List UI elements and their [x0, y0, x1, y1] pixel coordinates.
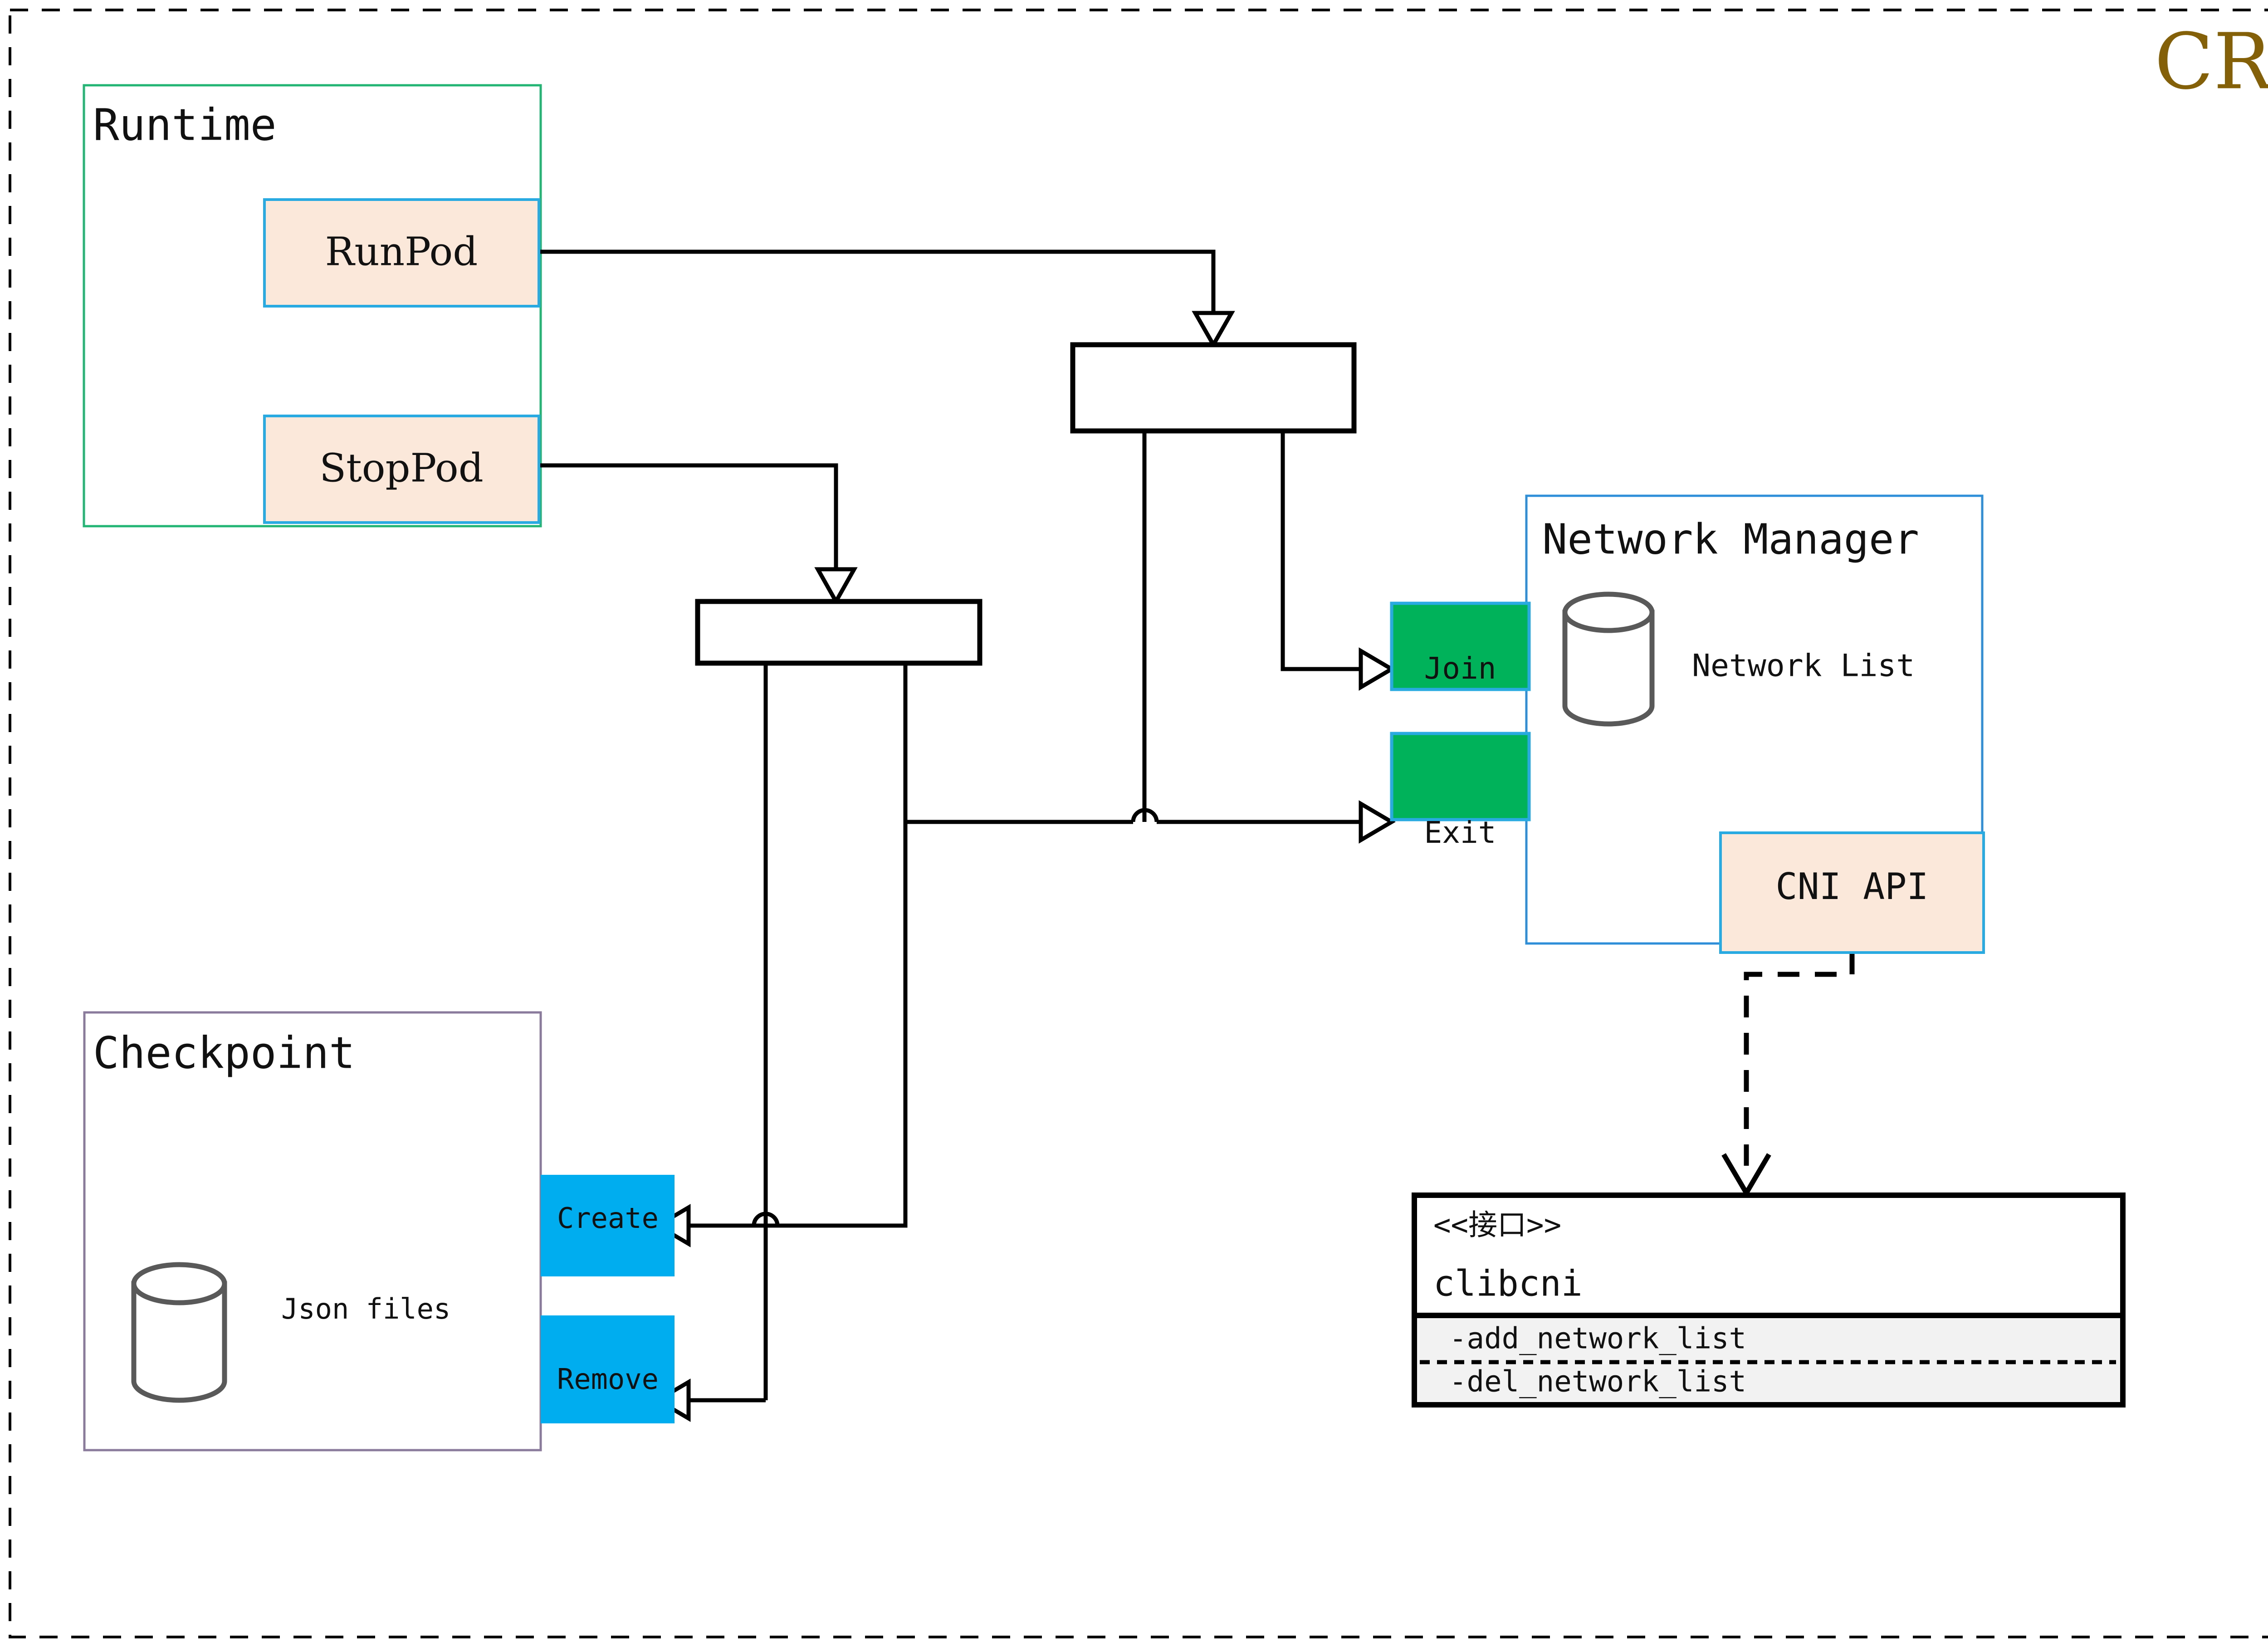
network-list-label: Network List — [1692, 648, 1915, 684]
interface-clibcni-methods-section — [1417, 1315, 2120, 1402]
connector-stoppod-to-junction — [539, 463, 838, 569]
node-stoppod-label: StopPod — [319, 446, 484, 491]
interface-clibcni-stereotype: <<接口>> — [1433, 1209, 1561, 1242]
connector-runpod-to-junction — [539, 249, 1216, 313]
node-remove[interactable] — [541, 1315, 675, 1423]
node-cni-api-label: CNI API — [1775, 865, 1928, 908]
node-exit[interactable] — [1390, 732, 1531, 821]
node-create-label: Create — [557, 1202, 659, 1235]
arrowhead-runpod-junction — [1192, 311, 1235, 349]
connector-cniapi-to-clibcni — [1744, 953, 1855, 1166]
json-files-cylinder-icon — [131, 1262, 227, 1403]
connector-junction-bottom-right-leg — [689, 663, 908, 1228]
node-create[interactable] — [541, 1175, 675, 1276]
junction-box-top — [1070, 342, 1357, 434]
node-join-label: Join — [1424, 651, 1496, 686]
node-runpod-label: RunPod — [325, 230, 478, 275]
interface-clibcni[interactable]: <<接口>> clibcni -add_network_list -del_ne… — [1412, 1192, 2126, 1408]
group-checkpoint-label: Checkpoint — [93, 1027, 355, 1078]
node-stoppod[interactable] — [263, 415, 540, 524]
interface-clibcni-method-0: -add_network_list — [1449, 1322, 1746, 1356]
arrowhead-stoppod-junction — [814, 567, 858, 606]
connector-junction-top-right-leg — [1281, 431, 1361, 671]
interface-clibcni-method-1: -del_network_list — [1449, 1365, 1746, 1399]
line-hop-exit — [1131, 808, 1159, 822]
network-list-cylinder-icon — [1562, 591, 1655, 727]
interface-clibcni-name: clibcni — [1433, 1263, 1583, 1304]
group-runtime-label: Runtime — [93, 99, 277, 150]
line-hop-create — [752, 1212, 780, 1226]
node-exit-label: Exit — [1424, 815, 1496, 850]
arrowhead-join — [1359, 647, 1396, 691]
arrowhead-exit — [1359, 800, 1396, 844]
json-files-label: Json files — [281, 1292, 450, 1325]
junction-box-bottom — [695, 599, 982, 666]
group-runtime — [83, 84, 542, 528]
node-join[interactable] — [1390, 601, 1531, 691]
node-cni-api[interactable] — [1719, 831, 1985, 954]
page-title: CRI — [2155, 17, 2268, 107]
outer-frame — [9, 9, 2268, 1638]
group-network-manager-label: Network Manager — [1542, 515, 1919, 563]
node-remove-label: Remove — [557, 1363, 659, 1396]
node-runpod[interactable] — [263, 198, 540, 308]
